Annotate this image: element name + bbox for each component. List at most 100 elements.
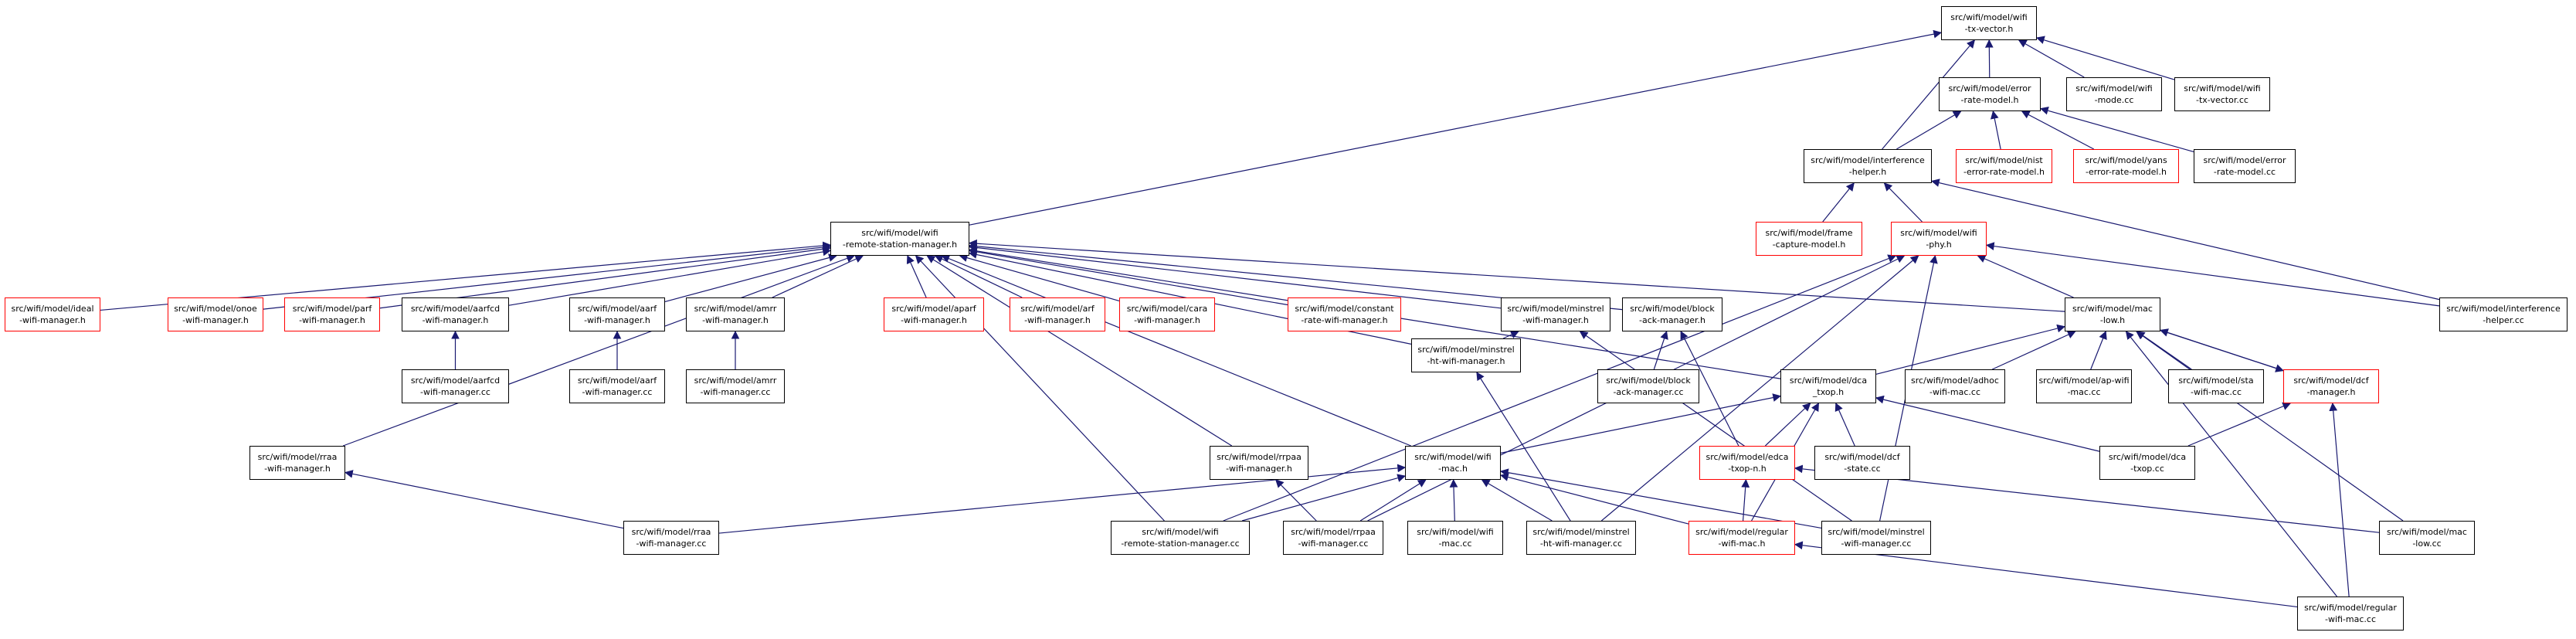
node-error-rate-model-cc[interactable]: src/wifi/model/error -rate-model.cc: [2194, 149, 2296, 183]
edge-wifi_remote_station_manager_h-to-txvector_h: [969, 29, 1943, 226]
edge-rraa_wifi_manager_h-to-wifi_remote_station_manager_h: [342, 254, 855, 447]
node-label-line2: -wifi-manager.h: [264, 464, 331, 474]
edge-edca_txop_n_h-to-block_ack_manager_h: [1680, 331, 1739, 447]
node-label-line2: -ack-manager.h: [1639, 315, 1705, 325]
node-label-line1: src/wifi/model/block: [1606, 376, 1691, 386]
node-rrpaa-wifi-manager-cc[interactable]: src/wifi/model/rrpaa -wifi-manager.cc: [1283, 521, 1383, 555]
edge-rrpaa_wifi_manager_h-to-wifi_remote_station_manager_h: [926, 255, 1233, 447]
node-aarf-wifi-manager-h[interactable]: src/wifi/model/aarf -wifi-manager.h: [569, 297, 665, 331]
node-arf-wifi-manager-h[interactable]: src/wifi/model/arf -wifi-manager.h: [1010, 297, 1105, 331]
node-label-line2: -tx-vector.h: [1964, 24, 2014, 34]
node-sta-wifi-mac-cc[interactable]: src/wifi/model/sta -wifi-mac.cc: [2168, 369, 2264, 403]
node-mac-low-h[interactable]: src/wifi/model/mac -low.h: [2065, 297, 2160, 331]
node-constant-rate-wifi-manager-h[interactable]: src/wifi/model/constant -rate-wifi-manag…: [1288, 297, 1401, 331]
node-wifi-remote-station-manager-cc[interactable]: src/wifi/model/wifi -remote-station-mana…: [1111, 521, 1250, 555]
node-label-line2: -ht-wifi-manager.cc: [1539, 539, 1623, 549]
node-wifi-tx-vector-h: src/wifi/model/wifi -tx-vector.h: [1941, 6, 2037, 40]
edge-minstrel_ht_wifi_manager_cc-to-wifi_mac_h: [1481, 479, 1553, 522]
node-minstrel-wifi-manager-h[interactable]: src/wifi/model/minstrel -wifi-manager.h: [1501, 297, 1610, 331]
node-dca-txop-h[interactable]: src/wifi/model/dca _txop.h: [1780, 369, 1876, 403]
node-label-line1: src/wifi/model/aarfcd: [410, 304, 501, 314]
node-label-line1: src/wifi/model/error: [2203, 155, 2286, 165]
node-label-line2: -rate-wifi-manager.h: [1301, 315, 1388, 325]
node-label-line2: -wifi-mac.cc: [2190, 387, 2242, 397]
node-label-line2: -helper.h: [1848, 167, 1887, 177]
node-rraa-wifi-manager-h[interactable]: src/wifi/model/rraa -wifi-manager.h: [249, 446, 345, 480]
node-wifi-mac-cc[interactable]: src/wifi/model/wifi -mac.cc: [1407, 521, 1503, 555]
node-minstrel-ht-wifi-manager-h[interactable]: src/wifi/model/minstrel -ht-wifi-manager…: [1411, 338, 1521, 372]
node-rraa-wifi-manager-cc[interactable]: src/wifi/model/rraa -wifi-manager.cc: [623, 521, 719, 555]
edge-error_rate_model_cc-to-error_rate_model_h: [2039, 107, 2194, 152]
node-error-rate-model-h[interactable]: src/wifi/model/error -rate-model.h: [1939, 77, 2041, 111]
node-label-line2: -wifi-manager.cc: [1298, 539, 1369, 549]
node-aarfcd-wifi-manager-cc[interactable]: src/wifi/model/aarfcd -wifi-manager.cc: [402, 369, 509, 403]
node-label-line1: src/wifi/model/nist: [1965, 155, 2043, 165]
edge-mac_low_h-to-dcf_manager_h: [2160, 329, 2285, 372]
node-label-line1: src/wifi/model/rrpaa: [1291, 527, 1376, 537]
edge-amrr_wifi_manager_h-to-wifi_remote_station_manager_h: [772, 255, 864, 298]
node-regular-wifi-mac-cc[interactable]: src/wifi/model/regular -wifi-mac.cc: [2297, 597, 2404, 631]
node-wifi-tx-vector-cc[interactable]: src/wifi/model/wifi -tx-vector.cc: [2174, 77, 2270, 111]
node-parf-wifi-manager-h[interactable]: src/wifi/model/parf -wifi-manager.h: [284, 297, 380, 331]
edge-wifi_mac_h-to-wifi_remote_station_manager_h: [941, 254, 1411, 447]
node-label-line1: src/wifi/model/mac: [2387, 527, 2467, 537]
node-cara-wifi-manager-h[interactable]: src/wifi/model/cara -wifi-manager.h: [1119, 297, 1215, 331]
node-adhoc-wifi-mac-cc[interactable]: src/wifi/model/adhoc -wifi-mac.cc: [1905, 369, 2005, 403]
node-label-line1: src/wifi/model/interference: [2446, 304, 2561, 314]
node-regular-wifi-mac-h[interactable]: src/wifi/model/regular -wifi-mac.h: [1688, 521, 1795, 555]
node-label-line1: src/wifi/model/arf: [1020, 304, 1095, 314]
node-edca-txop-n-h[interactable]: src/wifi/model/edca -txop-n.h: [1699, 446, 1795, 480]
node-label-line2: -manager.h: [2306, 387, 2356, 397]
node-label-line1: src/wifi/model/aarf: [577, 304, 657, 314]
node-amrr-wifi-manager-cc[interactable]: src/wifi/model/amrr -wifi-manager.cc: [686, 369, 785, 403]
node-label-line1: src/wifi/model/rrpaa: [1217, 452, 1302, 462]
node-block-ack-manager-cc[interactable]: src/wifi/model/block -ack-manager.cc: [1597, 369, 1699, 403]
node-label-line1: src/wifi/model/parf: [292, 304, 372, 314]
node-amrr-wifi-manager-h[interactable]: src/wifi/model/amrr -wifi-manager.h: [686, 297, 785, 331]
node-dcf-manager-h[interactable]: src/wifi/model/dcf -manager.h: [2283, 369, 2379, 403]
edge-minstrel_wifi_manager_cc-to-minstrel_wifi_manager_h: [1579, 331, 1852, 522]
node-minstrel-ht-wifi-manager-cc[interactable]: src/wifi/model/minstrel -ht-wifi-manager…: [1526, 521, 1636, 555]
node-wifi-mode-cc[interactable]: src/wifi/model/wifi -mode.cc: [2066, 77, 2162, 111]
node-label-line1: src/wifi/model/frame: [1765, 228, 1853, 238]
node-onoe-wifi-manager-h[interactable]: src/wifi/model/onoe -wifi-manager.h: [168, 297, 263, 331]
node-wifi-remote-station-manager-h[interactable]: src/wifi/model/wifi -remote-station-mana…: [830, 222, 969, 256]
node-block-ack-manager-h[interactable]: src/wifi/model/block -ack-manager.h: [1622, 297, 1722, 331]
node-wifi-mac-h[interactable]: src/wifi/model/wifi -mac.h: [1405, 446, 1501, 480]
edge-regular_wifi_mac_cc-to-regular_wifi_mac_h: [1794, 541, 2298, 608]
node-dcf-state-cc[interactable]: src/wifi/model/dcf -state.cc: [1814, 446, 1910, 480]
node-nist-error-rate-model-h[interactable]: src/wifi/model/nist -error-rate-model.h: [1956, 149, 2052, 183]
node-interference-helper-h[interactable]: src/wifi/model/interference -helper.h: [1804, 149, 1932, 183]
node-minstrel-wifi-manager-cc[interactable]: src/wifi/model/minstrel -wifi-manager.cc: [1821, 521, 1931, 555]
edge-block_ack_manager_cc-to-block_ack_manager_h: [1653, 330, 1668, 370]
node-aarfcd-wifi-manager-h[interactable]: src/wifi/model/aarfcd -wifi-manager.h: [402, 297, 509, 331]
node-label-line1: src/wifi/model/constant: [1295, 304, 1394, 314]
node-label-line2: -mode.cc: [2094, 95, 2134, 105]
node-label-line2: -rate-model.h: [1960, 95, 2019, 105]
edge-mac_low_h-to-wifi_phy_h: [1977, 254, 2074, 298]
node-label-line2: -wifi-manager.cc: [1841, 539, 1912, 549]
node-aarf-wifi-manager-cc[interactable]: src/wifi/model/aarf -wifi-manager.cc: [569, 369, 665, 403]
node-aparf-wifi-manager-h[interactable]: src/wifi/model/aparf -wifi-manager.h: [884, 297, 984, 331]
node-label-line1: src/wifi/model/amrr: [694, 304, 777, 314]
node-wifi-phy-h[interactable]: src/wifi/model/wifi -phy.h: [1891, 222, 1987, 256]
node-label-line2: -low.cc: [2412, 539, 2442, 549]
node-dca-txop-cc[interactable]: src/wifi/model/dca -txop.cc: [2099, 446, 2195, 480]
node-label-line1: src/wifi/model/dca: [2108, 452, 2187, 462]
node-mac-low-cc[interactable]: src/wifi/model/mac -low.cc: [2379, 521, 2475, 555]
node-label-line1: src/wifi/model/wifi: [1950, 12, 2028, 22]
node-rrpaa-wifi-manager-h[interactable]: src/wifi/model/rrpaa -wifi-manager.h: [1210, 446, 1308, 480]
edge-minstrel_ht_wifi_manager_h-to-minstrel_wifi_manager_h: [1502, 331, 1519, 339]
node-label-line1: src/wifi/model/wifi: [1900, 228, 1977, 238]
node-label-line2: -wifi-manager.h: [1522, 315, 1589, 325]
node-label-line2: -wifi-manager.cc: [700, 387, 771, 397]
node-label-line2: -state.cc: [1844, 464, 1881, 474]
node-label-line2: -low.h: [2099, 315, 2126, 325]
node-yans-error-rate-model-h[interactable]: src/wifi/model/yans -error-rate-model.h: [2073, 149, 2179, 183]
node-label-line1: src/wifi/model/aparf: [891, 304, 976, 314]
node-ap-wifi-mac-cc[interactable]: src/wifi/model/ap-wifi -mac.cc: [2036, 369, 2132, 403]
node-interference-helper-cc[interactable]: src/wifi/model/interference -helper.cc: [2439, 297, 2568, 331]
node-label-line1: src/wifi/model/wifi: [1142, 527, 1219, 537]
node-ideal-wifi-manager-h[interactable]: src/wifi/model/ideal -wifi-manager.h: [5, 297, 100, 331]
node-frame-capture-model-h[interactable]: src/wifi/model/frame -capture-model.h: [1756, 222, 1862, 256]
